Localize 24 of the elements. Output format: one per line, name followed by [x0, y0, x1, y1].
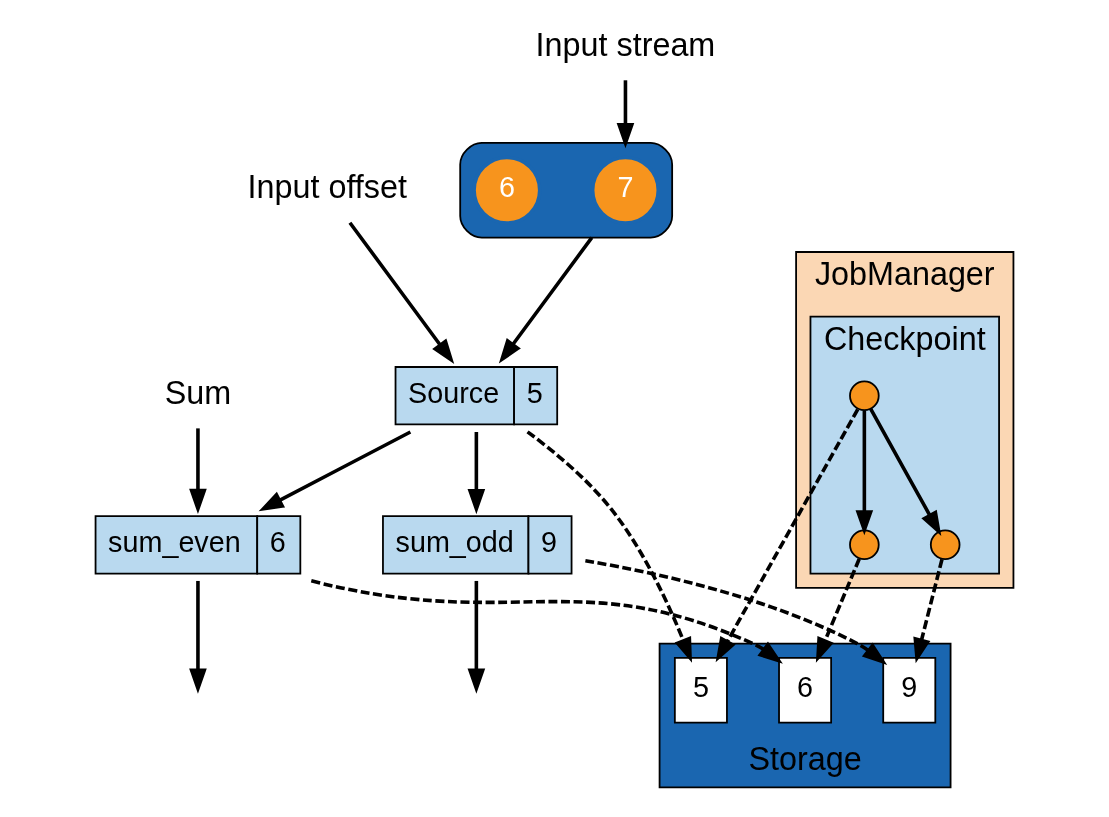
- arrow: [467, 432, 486, 515]
- node-text: Input stream: [535, 26, 716, 63]
- node-circle: [849, 380, 880, 411]
- node-text: Sum: [164, 374, 232, 411]
- arrow: [869, 408, 942, 536]
- arrow: [855, 410, 874, 536]
- node-circle: [929, 529, 961, 561]
- node-circle: [849, 529, 880, 561]
- arrow: [189, 428, 207, 515]
- arrow: [258, 430, 412, 512]
- node-box: 5: [673, 657, 728, 724]
- node-box: 6: [778, 657, 832, 724]
- arrow: [310, 579, 783, 664]
- cluster: Checkpoint: [809, 315, 1000, 575]
- arrow: [913, 558, 944, 664]
- arrow: [715, 408, 860, 663]
- arrow: [498, 236, 594, 364]
- node-text: Input offset: [247, 169, 407, 206]
- arrow: [815, 558, 861, 663]
- arrow: [585, 558, 888, 665]
- node-box: 9: [882, 657, 937, 724]
- cluster: [459, 141, 674, 239]
- arrow: [348, 221, 455, 364]
- arrow: [616, 80, 635, 149]
